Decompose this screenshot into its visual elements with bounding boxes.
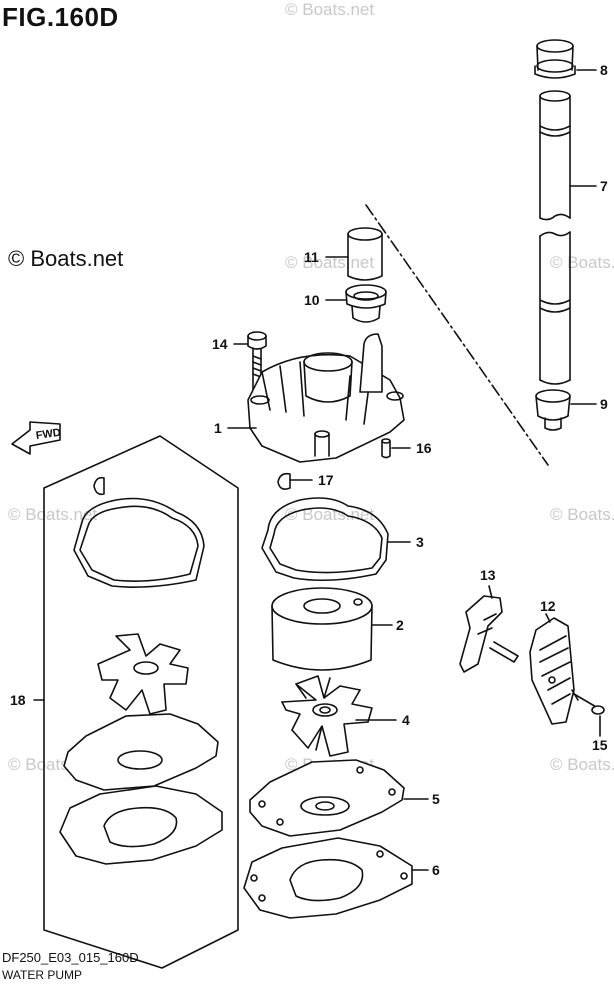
watermark: © Boats.net xyxy=(550,505,614,524)
callout-label: 5 xyxy=(432,791,440,807)
callout-label: 14 xyxy=(212,336,228,352)
part-10-seal xyxy=(345,284,387,323)
callout-label: 4 xyxy=(402,712,410,728)
diagram-code: DF250_E03_015_160D xyxy=(2,950,139,965)
watermark: © Boats.net xyxy=(285,253,374,272)
part-4-impeller xyxy=(281,675,373,757)
diagram-name: WATER PUMP xyxy=(2,968,82,982)
watermark: © Boats.net xyxy=(550,755,614,774)
callout-label: 1 xyxy=(214,420,222,436)
callout-label: 18 xyxy=(10,692,26,708)
watermark: © Boats.net xyxy=(285,0,374,19)
part-16-pin xyxy=(381,438,391,459)
callout-label: 12 xyxy=(540,598,556,614)
watermark: © Boats.net xyxy=(285,505,374,524)
part-8-bushing xyxy=(534,39,576,79)
callout-label: 8 xyxy=(600,62,608,78)
watermark: © Boats.net xyxy=(8,505,97,524)
watermark-group: © Boats.net © Boats.net © Boats.net © Bo… xyxy=(8,0,614,774)
callout-label: 6 xyxy=(432,862,440,878)
callout-label: 16 xyxy=(416,440,432,456)
fwd-arrow-icon xyxy=(11,421,61,455)
watermark: © Boats.net xyxy=(550,253,614,272)
kit-18-contents xyxy=(59,476,223,865)
callout-label: 13 xyxy=(480,567,496,583)
part-15-screw xyxy=(571,689,605,715)
assembly-guide-line xyxy=(365,204,549,466)
fwd-label: FWD xyxy=(35,427,62,442)
part-9-grommet xyxy=(535,389,571,431)
callout-label: 2 xyxy=(396,617,404,633)
part-6-gasket xyxy=(243,837,413,919)
part-2-pump-liner xyxy=(271,587,373,671)
part-12-grip xyxy=(529,617,575,725)
callout-label: 11 xyxy=(304,249,319,265)
kit-outline xyxy=(43,435,239,969)
callout-label: 3 xyxy=(416,534,424,550)
part-1-pump-case xyxy=(247,333,405,463)
figure-title: FIG.160D xyxy=(2,2,119,32)
copyright-notice: © Boats.net xyxy=(8,246,124,271)
part-14-bolt xyxy=(247,331,267,393)
callout-label: 17 xyxy=(318,472,334,488)
part-3-seal-ring xyxy=(261,497,389,582)
callout-label: 9 xyxy=(600,396,608,412)
part-7-water-tube xyxy=(539,90,571,385)
callout-label: 7 xyxy=(600,178,608,194)
callout-label: 15 xyxy=(592,737,608,753)
part-13-lever xyxy=(459,595,519,673)
callout-label: 10 xyxy=(304,292,320,308)
callout-labels: 8 7 9 11 10 14 1 16 17 3 2 4 5 6 13 12 1… xyxy=(10,62,608,878)
part-11-sleeve xyxy=(347,227,383,281)
part-17-key xyxy=(277,472,291,490)
part-5-pump-plate xyxy=(249,759,405,837)
callout-leaders xyxy=(33,69,601,871)
